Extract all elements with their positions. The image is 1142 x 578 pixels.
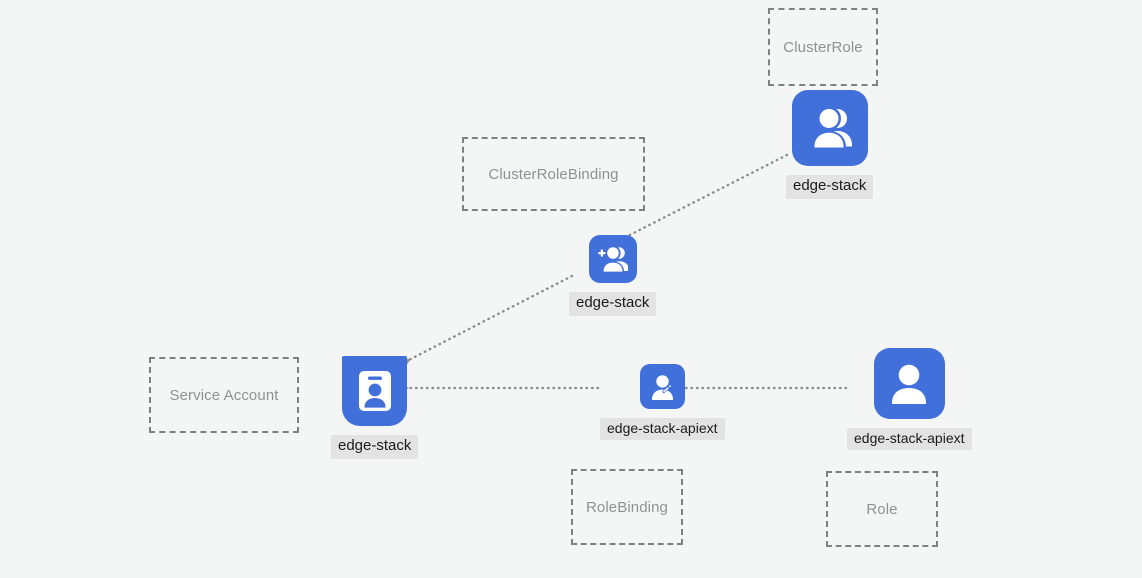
person-key-icon[interactable] [639, 364, 685, 409]
person-icon[interactable] [873, 348, 945, 419]
node-label-clusterrolebinding: edge-stack [569, 292, 657, 316]
node-serviceaccount[interactable]: edge-stack [331, 356, 419, 459]
node-rolebinding[interactable]: edge-stack-apiext [600, 364, 725, 441]
kind-label-serviceaccount: Service Account [169, 386, 279, 404]
kind-box-serviceaccount[interactable]: Service Account [149, 357, 299, 433]
people-group-icon[interactable] [791, 90, 868, 166]
node-label-rolebinding: edge-stack-apiext [600, 418, 725, 441]
kind-box-clusterrole[interactable]: ClusterRole [768, 8, 878, 86]
kind-label-clusterrole: ClusterRole [783, 38, 863, 56]
node-clusterrolebinding[interactable]: edge-stack [569, 235, 657, 316]
node-label-role: edge-stack-apiext [847, 428, 972, 451]
node-role[interactable]: edge-stack-apiext [847, 348, 972, 451]
kind-label-clusterrolebinding: ClusterRoleBinding [488, 165, 619, 183]
person-add-icon[interactable] [588, 235, 637, 283]
kind-box-clusterrolebinding[interactable]: ClusterRoleBinding [462, 137, 645, 211]
edge-clusterrolebinding-to-serviceaccount [399, 274, 574, 368]
kind-label-role: Role [866, 500, 898, 518]
node-label-clusterrole: edge-stack [786, 175, 874, 199]
kind-box-rolebinding[interactable]: RoleBinding [571, 469, 683, 545]
kind-label-rolebinding: RoleBinding [586, 498, 668, 516]
kind-box-role[interactable]: Role [826, 471, 938, 547]
id-badge-icon[interactable] [342, 356, 408, 426]
node-clusterrole[interactable]: edge-stack [786, 90, 874, 199]
node-label-serviceaccount: edge-stack [331, 435, 419, 459]
